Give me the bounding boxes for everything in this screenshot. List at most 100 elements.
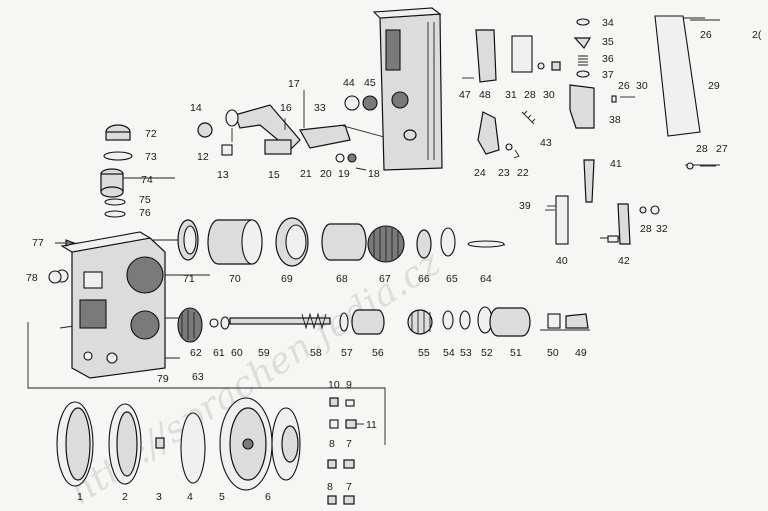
label-74: 74 [141,174,153,186]
label-7b: 7 [346,481,352,493]
label-70: 70 [229,273,241,285]
label-58: 58 [310,347,322,359]
label-56: 56 [372,347,384,359]
label-72: 72 [145,128,157,140]
plug-78 [48,270,62,284]
label-5: 5 [219,491,225,503]
label-1: 1 [77,491,83,503]
label-33: 33 [314,102,326,114]
label-13: 13 [217,169,229,181]
part-labels: 1 2 3 4 5 6 7 7 8 8 9 10 11 12 13 14 15 … [26,17,762,503]
label-3: 3 [156,491,162,503]
label-49: 49 [575,347,587,359]
label-10: 10 [328,379,340,391]
label-67: 67 [379,273,391,285]
label-37: 37 [602,69,614,81]
label-16: 16 [280,102,292,114]
small-fasteners-7-11 [327,397,364,505]
label-63: 63 [192,371,204,383]
label-2-partial: 2( [752,29,762,41]
label-55: 55 [418,347,430,359]
label-79: 79 [157,373,169,385]
label-22: 22 [517,167,529,179]
label-73: 73 [145,151,157,163]
upper-spindle-row [177,217,505,267]
label-24: 24 [474,167,486,179]
label-26a: 26 [700,29,712,41]
label-12: 12 [197,151,209,163]
label-78: 78 [26,272,38,284]
label-61: 61 [213,347,225,359]
label-40: 40 [556,255,568,267]
label-6: 6 [265,491,271,503]
label-76: 76 [139,207,151,219]
label-8b: 8 [327,481,333,493]
label-29: 29 [708,80,720,92]
label-28a: 28 [524,89,536,101]
label-39: 39 [519,200,531,212]
label-41: 41 [610,158,622,170]
label-65: 65 [446,273,458,285]
label-36: 36 [602,53,614,65]
label-57: 57 [341,347,353,359]
bottom-rings-1-6 [56,397,301,491]
label-32: 32 [656,223,668,235]
label-19: 19 [338,168,350,180]
label-14: 14 [190,102,202,114]
label-42: 42 [618,255,630,267]
label-47: 47 [459,89,471,101]
label-60: 60 [231,347,243,359]
label-20: 20 [320,168,332,180]
label-53: 53 [460,347,472,359]
label-28c: 28 [640,223,652,235]
label-27: 27 [716,143,728,155]
label-8a: 8 [329,438,335,450]
label-2: 2 [122,491,128,503]
label-59: 59 [258,347,270,359]
label-43: 43 [540,137,552,149]
label-9: 9 [346,379,352,391]
label-62: 62 [190,347,202,359]
label-44: 44 [343,77,355,89]
label-4: 4 [187,491,193,503]
upper-middle-parts [462,29,561,159]
label-28b: 28 [696,143,708,155]
label-66: 66 [418,273,430,285]
label-23: 23 [498,167,510,179]
label-48: 48 [479,89,491,101]
lower-spindle-row [177,306,589,343]
label-54: 54 [443,347,455,359]
right-top-parts [569,15,720,170]
label-71: 71 [183,273,195,285]
label-68: 68 [336,273,348,285]
label-21: 21 [300,168,312,180]
label-11: 11 [366,419,377,431]
label-15: 15 [268,169,280,181]
label-50: 50 [547,347,559,359]
cap-stack-72-76 [100,124,133,218]
label-45: 45 [364,77,376,89]
label-26b: 26 [618,80,630,92]
label-31: 31 [505,89,517,101]
gear-housing-79 [55,231,166,379]
label-7a: 7 [346,438,352,450]
label-75: 75 [139,194,151,206]
label-69: 69 [281,273,293,285]
side-cover-plate [344,7,443,171]
label-30b: 30 [636,80,648,92]
label-18: 18 [368,168,380,180]
label-17: 17 [288,78,300,90]
label-35: 35 [602,36,614,48]
label-77: 77 [32,237,44,249]
label-51: 51 [510,347,522,359]
label-30a: 30 [543,89,555,101]
bolt-77 [55,239,76,247]
label-52: 52 [481,347,493,359]
right-lower-parts [547,159,660,245]
lever-assembly-12-21 [197,90,396,171]
label-38: 38 [609,114,621,126]
label-64: 64 [480,273,492,285]
label-34: 34 [602,17,614,29]
